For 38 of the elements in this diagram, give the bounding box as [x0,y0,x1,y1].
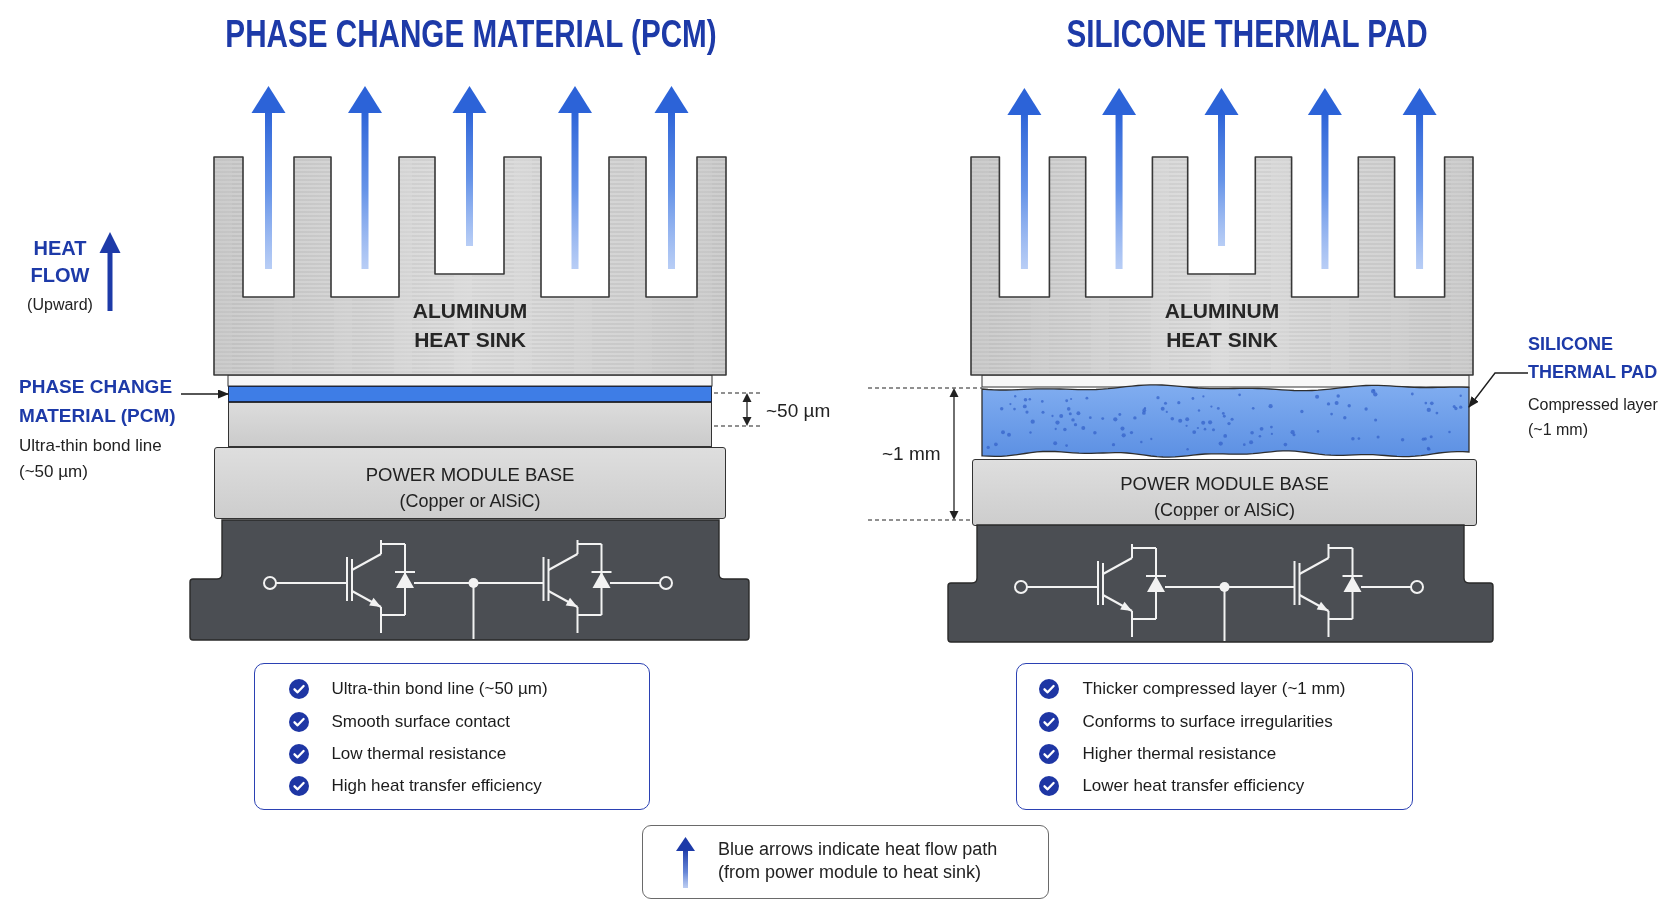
layer-label: POWER MODULE BASE [1120,471,1329,496]
panel-title: PHASE CHANGE MATERIAL (PCM) [225,12,717,56]
thermal-pad-layer [982,383,1469,460]
heat-sink [971,157,1473,375]
list-item-text: Low thermal resistance [331,743,507,765]
callout-heading: SILICONE THERMAL PAD [1528,333,1659,384]
list-item-text: High heat transfer efficiency [331,775,542,798]
callout-heading: PHASE CHANGE MATERIAL (PCM) [19,374,177,428]
heat-flow-label: HEAT FLOW [29,235,91,288]
power-module [948,525,1493,642]
feature-list-panel [1016,663,1413,810]
list-item-text: Lower heat transfer efficiency [1082,775,1305,798]
callout-note: Ultra-thin bond line (~50 µm) [19,435,163,483]
callout-note: Compressed layer (~1 mm) [1528,395,1659,440]
list-item-text: Higher thermal resistance [1082,743,1277,765]
leader-arrow [180,389,229,399]
panel-title: SILICONE THERMAL PAD [1066,12,1428,56]
base-plate [214,447,726,519]
heat-sink-label: ALUMINUM HEAT SINK [1163,298,1281,353]
leader-arrow [1468,372,1529,408]
list-item-text: Ultra-thin bond line (~50 µm) [331,678,548,701]
pcm-layer [228,386,712,402]
spacer-layer [228,402,712,447]
feature-list-panel [254,663,650,810]
list-item-text: Smooth surface contact [331,710,510,733]
layer-label: POWER MODULE BASE [365,462,575,487]
list-item-text: Thicker compressed layer (~1 mm) [1082,678,1346,701]
heat-flow-note: (Upward) [26,295,94,315]
material-note: (Copper or AlSiC) [1153,498,1295,522]
material-note: (Copper or AlSiC) [399,489,541,513]
list-item-text: Conforms to surface irregularities [1082,710,1333,733]
power-module [190,520,749,640]
dimension-label: ~1 mm [882,442,941,466]
base-plate [972,459,1477,526]
legend-text: Blue arrows indicate heat flow path (from power module to heat sink) [718,837,999,884]
heat-sink-label: ALUMINUM HEAT SINK [411,298,529,353]
heat-sink [214,157,726,375]
dimension-label: ~50 µm [766,399,831,423]
